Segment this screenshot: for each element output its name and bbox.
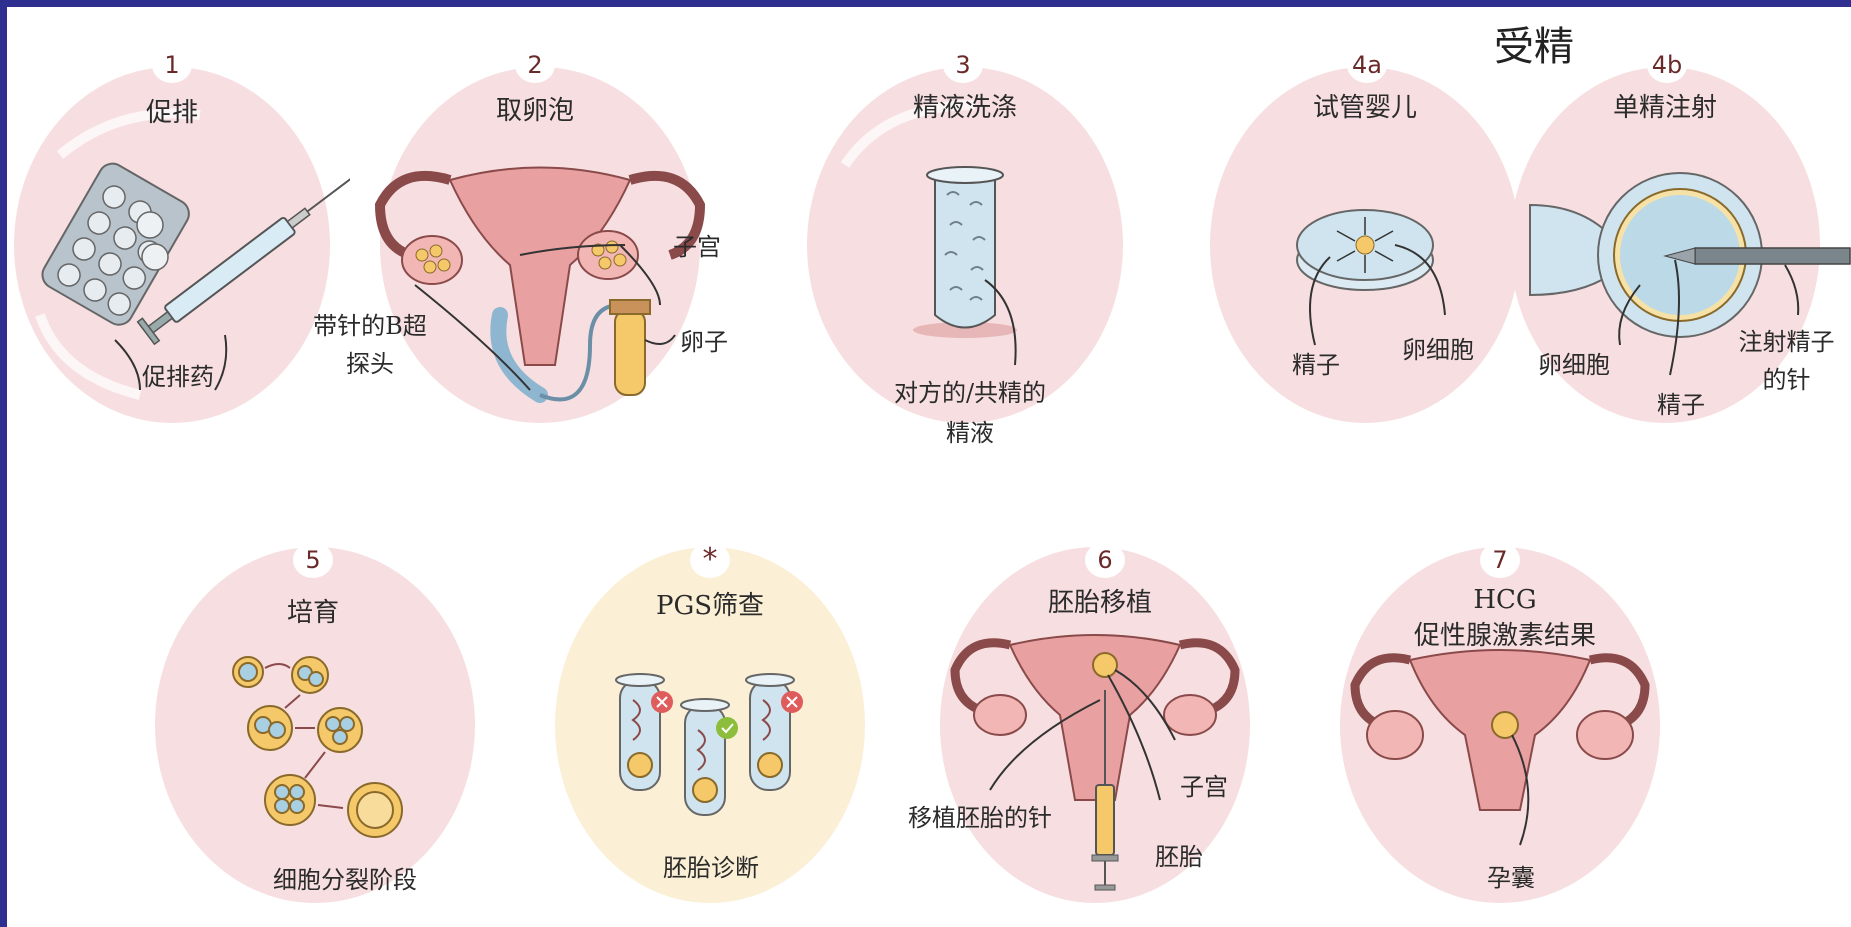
step-2-uterus-label: 子宫	[673, 227, 721, 262]
petri-dish-icon	[1297, 210, 1433, 290]
step-5-title: 培育	[263, 592, 363, 629]
step-4b-sperm-label: 精子	[1657, 385, 1705, 420]
pgs-diag-label: 胚胎诊断	[663, 848, 759, 883]
egg-tube-icon	[610, 300, 650, 395]
frame-top-border	[0, 0, 1851, 7]
step-1-drug-label: 促排药	[142, 357, 214, 392]
step-4b-title: 单精注射	[1595, 87, 1735, 124]
step-2-panel: 2 取卵泡 子宫 带针的B超 探头 卵子	[340, 45, 760, 435]
step-1-number: 1	[152, 47, 192, 83]
step-2-title: 取卵泡	[475, 90, 595, 127]
step-4a-oocyte-label: 卵细胞	[1402, 330, 1474, 365]
embryo-icon	[1093, 653, 1117, 677]
step-2-egg-label: 卵子	[680, 322, 728, 357]
pgs-number: *	[690, 542, 730, 578]
step-7-panel: 7 HCG 促性腺激素结果 孕囊	[1330, 540, 1670, 927]
step-5-stage-label: 细胞分裂阶段	[273, 860, 417, 895]
step-3-title: 精液洗涤	[895, 87, 1035, 124]
step-6-embryo-label: 胚胎	[1155, 837, 1203, 872]
step-6-panel: 6 胚胎移植 移植胚胎的针 子宫 胚胎	[930, 540, 1260, 927]
injection-needle-icon	[1665, 248, 1850, 264]
step-4a-title: 试管婴儿	[1295, 87, 1435, 124]
step-4a-sperm-label: 精子	[1292, 345, 1340, 380]
step-4b-needle-label: 注射精子 的针	[1724, 323, 1849, 399]
pgs-title: PGS筛查	[640, 585, 780, 622]
step-7-sac-label: 孕囊	[1487, 858, 1535, 893]
step-4a-number: 4a	[1347, 47, 1387, 83]
step-3-number: 3	[943, 47, 983, 83]
step-7-number: 7	[1480, 542, 1520, 578]
step-1-title: 促排	[122, 92, 222, 129]
pgs-panel: * PGS筛查 胚胎诊断	[545, 540, 875, 927]
step-5-panel: 5 培育 细胞分裂阶段	[145, 540, 485, 927]
step-6-number: 6	[1085, 542, 1125, 578]
step-2-probe-label: 带针的B超 探头	[285, 307, 455, 383]
step-4b-panel: 4b 单精注射 卵细胞 注射精子 的针 精子	[1500, 45, 1851, 435]
step-4b-number: 4b	[1647, 47, 1687, 83]
step-5-number: 5	[293, 542, 333, 578]
step-6-needle-label: 移植胚胎的针	[908, 798, 1052, 833]
step-7-title: HCG 促性腺激素结果	[1370, 582, 1640, 654]
step-6-title: 胚胎移植	[1030, 582, 1170, 619]
step-2-number: 2	[515, 47, 555, 83]
gestational-sac-icon	[1492, 712, 1518, 738]
step-4b-oocyte-label: 卵细胞	[1538, 345, 1610, 380]
step-3-panel: 3 精液洗涤 对方的/共精的 精液	[805, 45, 1125, 455]
step-4a-panel: 4a 试管婴儿 精子 卵细胞	[1200, 45, 1530, 435]
step-6-uterus-label: 子宫	[1180, 767, 1228, 802]
step-3-semen-label: 对方的/共精的 精液	[870, 373, 1070, 453]
